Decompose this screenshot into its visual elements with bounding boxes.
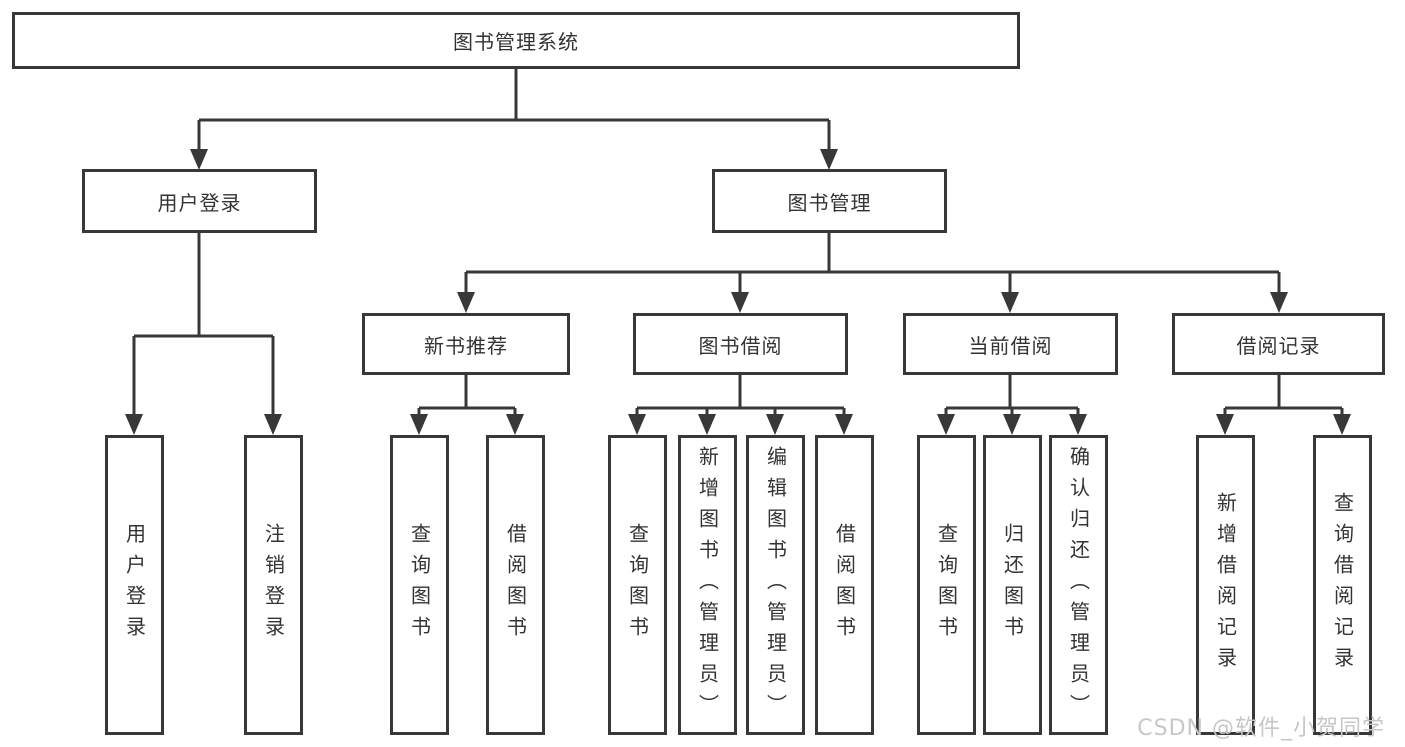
csdn-watermark: CSDN @软件_小贺同学 — [1137, 716, 1385, 741]
arrowhead — [457, 292, 475, 313]
leaf-confirm-return-admin: 确认归还（管理员） — [1049, 435, 1108, 735]
leaf-query-books-current: 查询图书 — [917, 435, 976, 735]
node-new-book-recommendation: 新书推荐 — [362, 313, 570, 375]
leaf-return-book: 归还图书 — [983, 435, 1042, 735]
node-book-borrowing: 图书借阅 — [633, 313, 848, 375]
leaf-query-borrow-record: 查询借阅记录 — [1313, 435, 1372, 735]
leaf-query-books-borrow: 查询图书 — [608, 435, 667, 735]
arrowhead — [1001, 292, 1019, 313]
arrowhead — [1333, 414, 1351, 435]
node-book-management: 图书管理 — [712, 169, 947, 233]
arrowhead — [766, 414, 784, 435]
leaf-add-book-admin: 新增图书（管理员） — [678, 435, 737, 735]
arrowhead — [410, 414, 428, 435]
node-borrowing-records: 借阅记录 — [1172, 313, 1385, 375]
node-library-system: 图书管理系统 — [12, 12, 1020, 69]
arrowhead — [835, 414, 853, 435]
arrowhead — [937, 414, 955, 435]
node-user-login: 用户登录 — [82, 169, 317, 233]
leaf-add-borrow-record: 新增借阅记录 — [1196, 435, 1255, 735]
arrowhead — [820, 149, 838, 170]
leaf-borrow-books-recommend: 借阅图书 — [486, 435, 545, 735]
arrowhead — [1216, 414, 1234, 435]
leaf-borrow-books: 借阅图书 — [815, 435, 874, 735]
leaf-logout: 注销登录 — [244, 435, 303, 735]
node-current-borrowing: 当前借阅 — [903, 313, 1118, 375]
arrowhead — [1270, 292, 1288, 313]
arrowhead — [628, 414, 646, 435]
arrowhead — [731, 292, 749, 313]
leaf-user-login: 用户登录 — [105, 435, 164, 735]
arrowhead — [698, 414, 716, 435]
leaf-query-books-recommend: 查询图书 — [390, 435, 449, 735]
arrowhead — [506, 414, 524, 435]
arrowhead — [190, 149, 208, 170]
arrowhead — [125, 414, 143, 435]
arrowhead — [264, 414, 282, 435]
arrowhead — [1069, 414, 1087, 435]
leaf-edit-book-admin: 编辑图书（管理员） — [746, 435, 805, 735]
connector-lines — [132, 68, 1344, 416]
arrowheads — [125, 149, 1351, 435]
arrowhead — [1003, 414, 1021, 435]
